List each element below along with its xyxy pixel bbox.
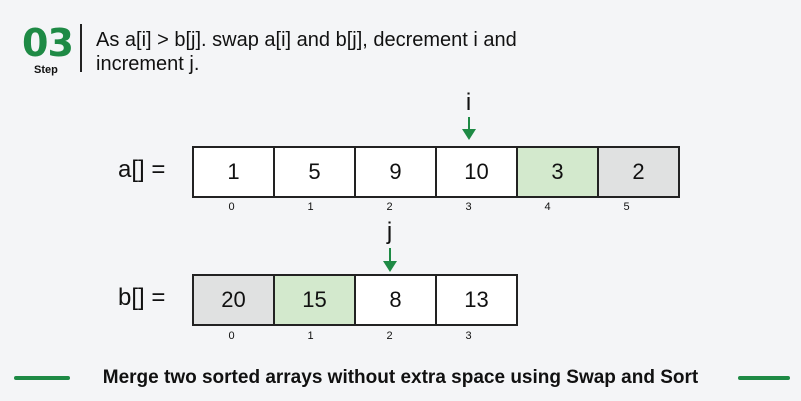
array-b-cell: 15 [273,274,356,326]
index-label: 3 [465,330,472,342]
divider [80,24,82,72]
index-label: 1 [307,201,314,213]
step-label: Step [34,64,58,76]
array-b-label: b[] = [118,284,166,311]
index-label: 2 [386,330,393,342]
array-a-cell: 5 [273,146,356,198]
pointer-i-arrow-icon [461,117,476,140]
footer-line-right [738,376,790,380]
array-a-label: a[] = [118,156,166,183]
array-a-cell: 3 [516,146,599,198]
index-label: 0 [228,330,235,342]
pointer-j-label: j [386,218,393,245]
array-a-cell: 2 [597,146,680,198]
pointer-j-arrow-icon [382,248,397,272]
index-label: 3 [465,201,472,213]
footer-caption: Merge two sorted arrays without extra sp… [102,367,699,388]
array-b-cell: 8 [354,274,437,326]
step-number: 03 [22,21,74,65]
step-description: As a[i] > b[j]. swap a[i] and b[j], decr… [96,29,517,75]
index-label: 0 [228,201,235,213]
array-b-cell: 13 [435,274,518,326]
index-label: 2 [386,201,393,213]
footer-line-left [14,376,70,380]
array-b-cell: 20 [192,274,275,326]
index-label: 5 [623,201,630,213]
index-label: 1 [307,330,314,342]
index-label: 4 [544,201,551,213]
array-a-cell: 1 [192,146,275,198]
pointer-i-label: i [465,89,472,116]
array-a-cell: 9 [354,146,437,198]
array-a-cell: 10 [435,146,518,198]
